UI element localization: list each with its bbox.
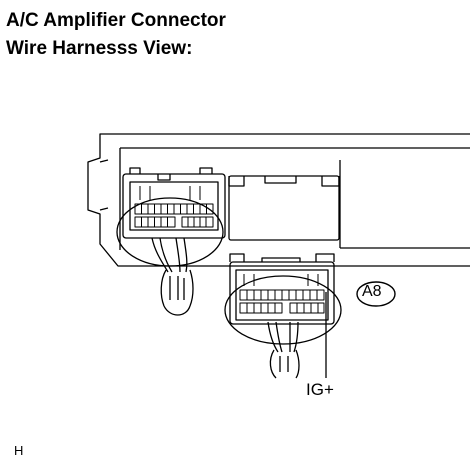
a8-wire-bundle <box>267 321 300 379</box>
pin-label: IG+ <box>306 380 334 399</box>
title-line-2: Wire Harnesss View: <box>6 38 193 59</box>
upper-wire-bundle <box>116 197 224 316</box>
a8-label-oval <box>356 281 396 307</box>
a8-connector <box>224 253 342 345</box>
connector-code-label: A8 <box>362 283 382 300</box>
upper-left-connector <box>122 167 226 239</box>
figure-code-label: H <box>14 443 24 458</box>
amplifier-housing <box>87 133 470 267</box>
title-line-1: A/C Amplifier Connector <box>6 10 226 31</box>
empty-socket <box>228 175 340 241</box>
